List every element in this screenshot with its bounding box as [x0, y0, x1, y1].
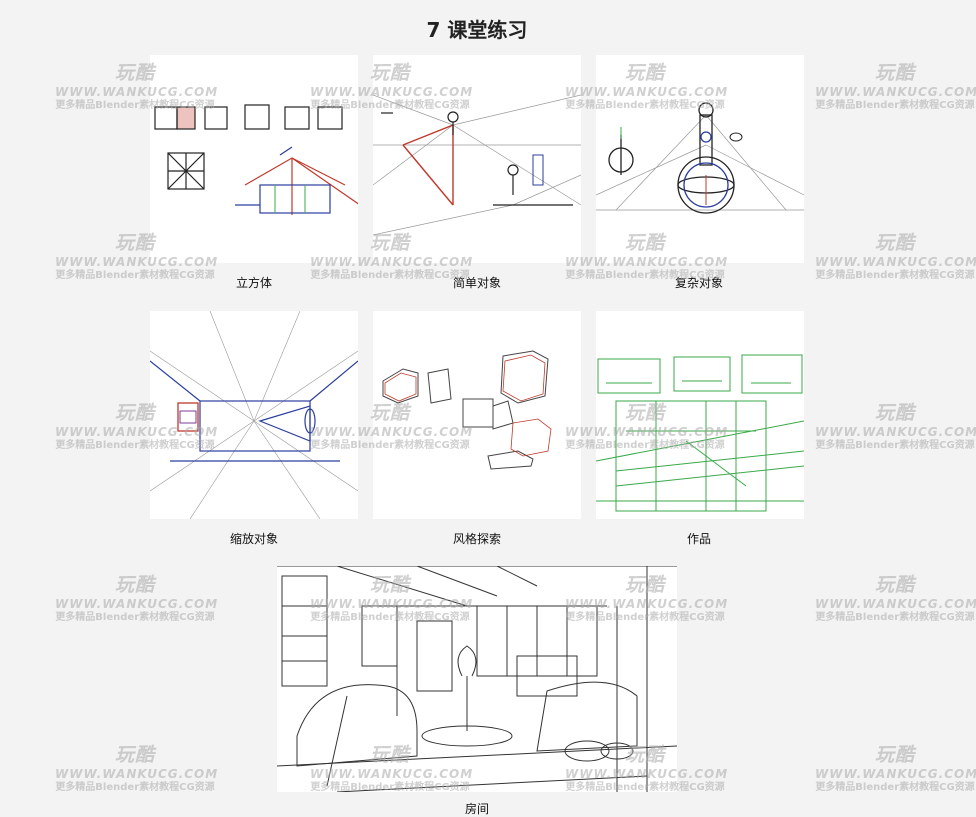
scaled-objects-sketch — [150, 311, 358, 519]
complex-objects-sketch — [596, 102, 804, 214]
thumbnail-complex-objects[interactable] — [596, 55, 804, 263]
caption-simple-objects: 简单对象 — [452, 276, 501, 290]
page-title: 7 课堂练习 — [426, 18, 528, 42]
caption-room: 房间 — [464, 802, 489, 816]
caption-cubes: 立方体 — [235, 276, 272, 290]
room-sketch — [277, 566, 677, 792]
caption-complex-objects: 复杂对象 — [674, 276, 723, 290]
thumbnail-style-exploration[interactable] — [373, 311, 581, 519]
caption-works: 作品 — [686, 532, 711, 546]
thumbnail-scaled-objects[interactable] — [150, 311, 358, 519]
caption-style-exploration: 风格探索 — [452, 532, 501, 546]
thumbnail-works[interactable] — [596, 311, 804, 519]
caption-scaled-objects: 缩放对象 — [229, 532, 278, 546]
thumbnail-room[interactable] — [277, 566, 677, 792]
works-sketch — [596, 354, 804, 512]
thumbnail-simple-objects[interactable] — [373, 55, 581, 263]
style-exploration-sketch — [382, 350, 552, 470]
thumbnail-cubes[interactable] — [150, 55, 358, 263]
cube-sketch — [154, 104, 358, 215]
simple-objects-sketch — [373, 94, 581, 236]
